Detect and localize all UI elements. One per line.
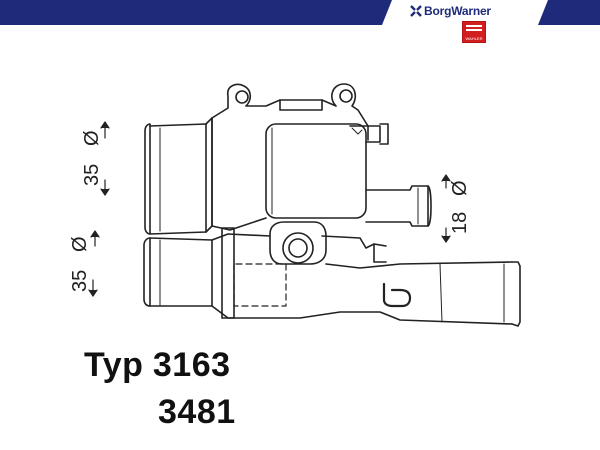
dim-right-small-symbol: Ø [449,180,471,196]
upper-left-outlet [144,117,213,235]
lower-main-pipe [211,227,521,327]
center-boss [269,221,387,265]
type-caption-line-1: Typ 3163 [84,346,231,385]
part-number-2: 3481 [158,393,236,431]
dim-left-lower: 35 [69,270,91,292]
header-banner [0,0,600,25]
dim-left-upper: 35 [81,164,103,186]
type-label: Typ [84,346,144,384]
brand-logo-icon [410,5,422,17]
right-small-outlet [365,185,432,227]
dimension-arrows [88,121,451,297]
lower-left-outlet [143,237,213,307]
brand-name: BorgWarner [424,4,491,18]
manufacturer-badge: WAHLER [462,21,486,43]
thermostat-cover [211,83,369,231]
dimension-labels: 35 Ø 35 Ø 18 Ø [69,130,471,292]
dim-left-lower-symbol: Ø [69,236,91,252]
manufacturer-badge-text: WAHLER [465,36,483,41]
dim-right-small: 18 [449,212,471,234]
type-caption-line-2: 3481 [158,393,236,432]
embossed-marking [382,282,412,308]
banner-stripe-left [0,0,392,25]
part-number-1: 3163 [152,346,231,384]
vent-nipple [349,123,389,145]
banner-stripe-right [538,0,600,25]
dim-left-upper-symbol: Ø [81,130,103,146]
brand-logo: BorgWarner WAHLER [410,3,520,43]
